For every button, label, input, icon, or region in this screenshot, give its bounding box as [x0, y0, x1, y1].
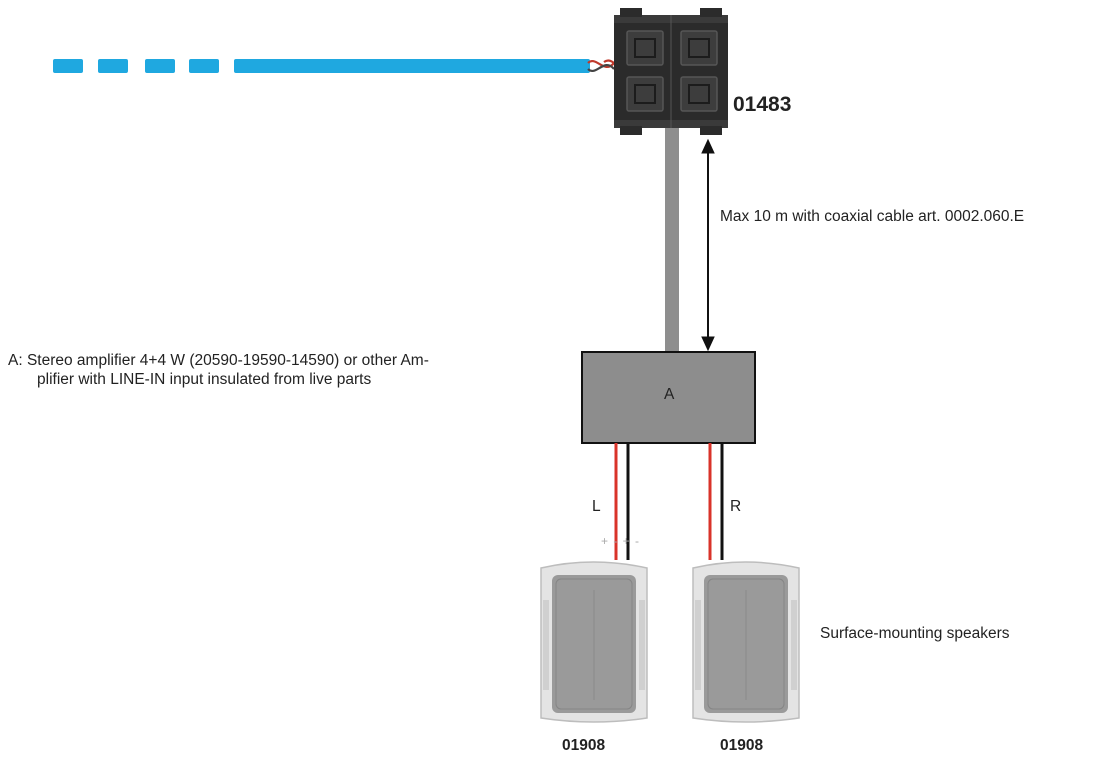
amplifier-description-line2: plifier with LINE-IN input insulated fro…	[37, 371, 372, 388]
module-01483	[614, 8, 728, 135]
coax-cable	[665, 128, 679, 353]
bus-cable-dash	[53, 59, 83, 73]
length-arrow	[701, 138, 715, 352]
twisted-wire-ends	[587, 59, 616, 72]
bus-cable	[53, 59, 590, 73]
amplifier-box-label: A	[664, 386, 675, 403]
left-channel-label: L	[592, 498, 601, 515]
left-speaker-code: 01908	[562, 737, 606, 754]
bus-cable-dash	[145, 59, 175, 73]
speaker-wires	[614, 443, 724, 560]
left-speaker	[540, 561, 648, 723]
right-speaker-code: 01908	[720, 737, 764, 754]
cable-length-note: Max 10 m with coaxial cable art. 0002.06…	[720, 208, 1025, 225]
bus-cable-solid	[234, 59, 590, 73]
module-code-label: 01483	[733, 93, 792, 116]
amplifier-description-line1: A: Stereo amplifier 4+4 W (20590-19590-1…	[8, 352, 429, 369]
bus-cable-dash	[189, 59, 219, 73]
right-channel-label: R	[730, 498, 742, 515]
amplifier-box	[581, 351, 756, 444]
speakers-label: Surface-mounting speakers	[820, 625, 1010, 642]
bus-cable-dash	[98, 59, 128, 73]
polarity-marks: + - + -	[601, 534, 641, 548]
right-speaker	[692, 561, 800, 723]
